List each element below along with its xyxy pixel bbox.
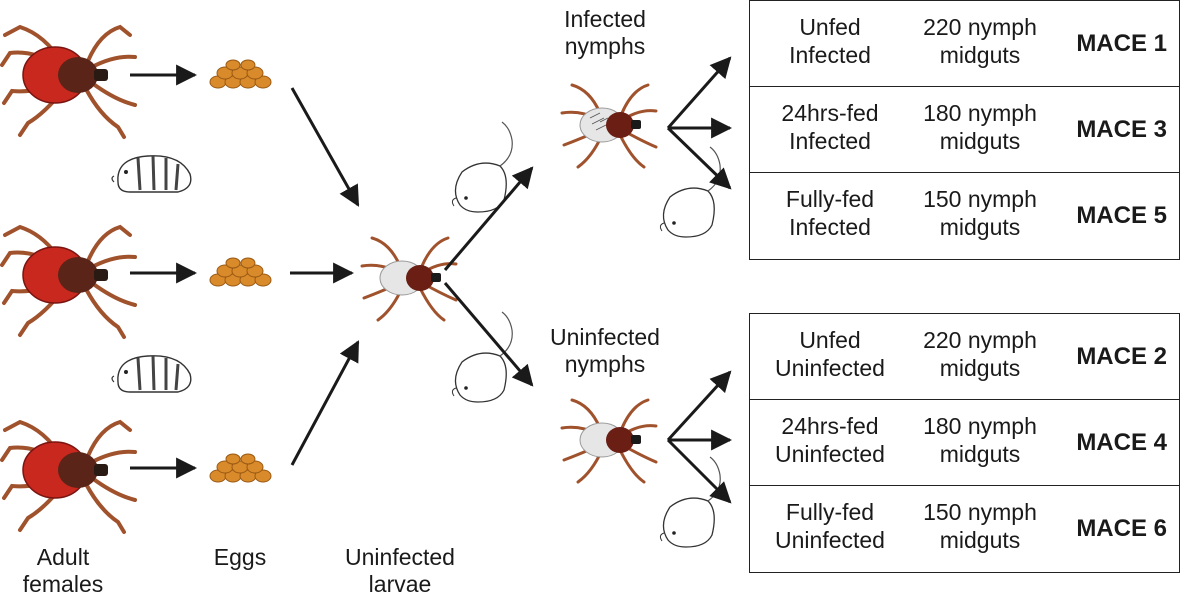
sample-id: MACE 3 (1076, 116, 1167, 143)
count-line2: midguts (939, 527, 1021, 553)
uninfected-nymphs-label: Uninfected nymphs (530, 324, 680, 378)
uninfected-larvae-line1: Uninfected (345, 544, 455, 570)
uninfected-nymph-icon (560, 398, 658, 484)
condition-line2: Uninfected (775, 441, 885, 467)
count-line1: 220 nymph (923, 14, 1037, 40)
infected-nymphs-line2: nymphs (564, 33, 646, 59)
condition-line1: 24hrs-fed (781, 413, 879, 439)
uninfected-nymphs-line1: Uninfected (550, 324, 660, 350)
eggs-1-icon (209, 59, 272, 89)
adult-tick-3-icon (0, 420, 137, 534)
condition-line1: Fully-fed (785, 186, 875, 212)
guinea-pig-2-icon (110, 354, 193, 394)
condition-line1: Fully-fed (785, 499, 875, 525)
count-line1: 150 nymph (923, 499, 1037, 525)
condition-line1: 24hrs-fed (781, 100, 879, 126)
larva-icon (360, 236, 458, 322)
count-line1: 220 nymph (923, 327, 1037, 353)
count-line1: 180 nymph (923, 413, 1037, 439)
arrow-eggs-larvae-1 (290, 87, 360, 207)
arrow-infected-unfed (666, 56, 732, 129)
count-line2: midguts (939, 355, 1021, 381)
count-line2: midguts (939, 128, 1021, 154)
eggs-2-icon (209, 257, 272, 287)
count-line2: midguts (939, 441, 1021, 467)
arrow-uninfected-unfed (666, 370, 732, 442)
condition-line1: Unfed (799, 14, 861, 40)
arrow-uninfected-fullyfed (666, 438, 732, 504)
eggs-3-icon (209, 453, 272, 483)
infected-nymphs-line1: Infected (564, 6, 646, 32)
eggs-label-text: Eggs (213, 544, 267, 570)
condition-line2: Infected (789, 42, 871, 68)
condition-line2: Uninfected (775, 355, 885, 381)
mouse-nymph-infected-icon (659, 146, 721, 238)
guinea-pig-1-icon (110, 154, 193, 194)
sample-id: MACE 1 (1076, 30, 1167, 57)
condition-line2: Infected (789, 214, 871, 240)
arrow-larvae-infected (443, 166, 534, 271)
sample-id: MACE 4 (1076, 429, 1167, 456)
condition-line2: Uninfected (775, 527, 885, 553)
adult-females-line2: females (22, 571, 104, 597)
condition-line2: Infected (789, 128, 871, 154)
infected-nymphs-label: Infected nymphs (540, 6, 670, 60)
uninfected-larvae-line2: larvae (368, 571, 432, 597)
count-line1: 180 nymph (923, 100, 1037, 126)
arrow-larvae-uninfected (443, 282, 534, 387)
infection-marks (589, 112, 609, 131)
sample-id: MACE 5 (1076, 202, 1167, 229)
count-line2: midguts (939, 214, 1021, 240)
adult-tick-2-icon (0, 225, 137, 339)
condition-line1: Unfed (799, 327, 861, 353)
sample-id: MACE 2 (1076, 343, 1167, 370)
mouse-infected-icon (451, 121, 513, 213)
uninfected-nymphs-line2: nymphs (564, 351, 646, 377)
eggs-label: Eggs (200, 544, 280, 571)
adult-tick-1-icon (0, 25, 137, 139)
adult-females-label: Adult females (18, 544, 108, 598)
mouse-nymph-uninfected-icon (659, 456, 721, 548)
sample-id: MACE 6 (1076, 515, 1167, 542)
arrow-eggs-larvae-3 (290, 340, 360, 466)
uninfected-larvae-label: Uninfected larvae (325, 544, 475, 598)
adult-females-line1: Adult (36, 544, 90, 570)
arrow-infected-fullyfed (666, 126, 732, 190)
count-line2: midguts (939, 42, 1021, 68)
count-line1: 150 nymph (923, 186, 1037, 212)
infected-nymph-icon (560, 83, 658, 169)
